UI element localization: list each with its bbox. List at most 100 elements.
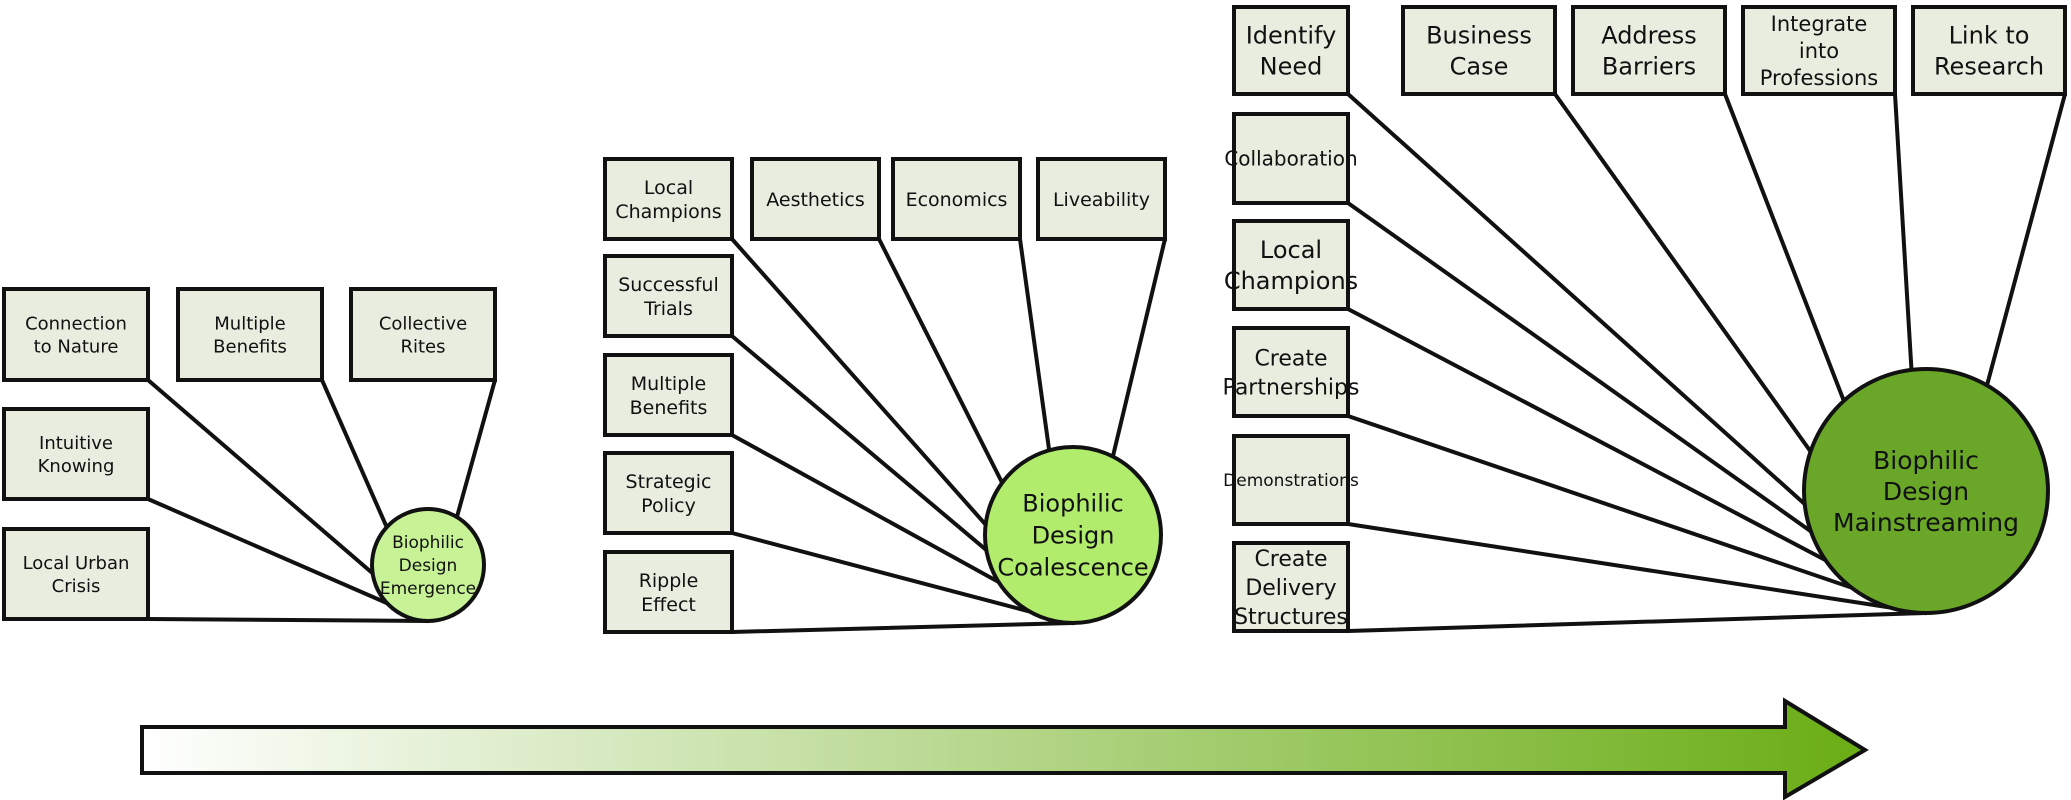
emergence-connector-line [146,617,430,623]
coalescence-box-aesthetics: Aesthetics [750,157,881,241]
emergence-hub-label-line: Biophilic [392,533,464,553]
factor-box-label-line: Benefits [213,336,287,357]
mainstreaming-hub-circle [1802,367,2050,615]
factor-box-label-line: Liveability [1053,189,1150,211]
factor-box-rect [603,451,734,535]
factor-box-label-line: Successful [618,274,719,296]
factor-box-rect [1036,157,1167,241]
factor-box-label-line: Address [1601,22,1697,50]
factor-box-label-line: Champions [615,201,721,223]
factor-box-label-line: Case [1450,53,1509,81]
factor-box-rect [1232,541,1350,633]
coalescence-hub-circle [983,445,1163,625]
mainstreaming-hub-label-line: Mainstreaming [1833,508,2019,537]
factor-box-rect [349,287,497,382]
coalescence-hub-label-line: Design [1032,522,1115,550]
factor-box-rect [603,550,734,634]
factor-box-rect [603,353,734,437]
mainstreaming-hub-label-line: Biophilic [1873,446,1979,475]
factor-box-label-line: Multiple [631,373,706,395]
mainstreaming-connector-line [1346,414,1928,615]
factor-box-rect [1232,112,1350,205]
factor-box-rect [1232,326,1350,418]
factor-box-rect [2,407,150,501]
coalescence-connector-line [730,621,1075,634]
factor-box-label-line: Connection [25,313,127,334]
factor-box-rect [1571,5,1727,96]
factor-box-label-line: Economics [906,189,1008,211]
factor-box-label-line: Knowing [38,456,115,477]
factor-box-label-line: to Nature [34,336,119,357]
factor-box-label-line: Demonstrations [1223,471,1359,491]
emergence-connector-line [146,497,430,623]
coalescence-box-economics: Economics [891,157,1022,241]
factor-box-rect [1401,5,1557,96]
factor-box-rect [2,527,150,621]
factor-box-rect [603,254,734,338]
factor-box-label: Liveability [1053,189,1150,211]
factor-box-label-line: Ripple [639,570,699,592]
coalescence-hub-label-line: Biophilic [1022,490,1123,518]
factor-box-label-line: Effect [641,594,696,616]
factor-box-label-line: Structures [1234,605,1348,630]
factor-box-label: Collaboration [1224,147,1357,171]
factor-box-label-line: Rites [400,336,445,357]
factor-box-label-line: Local [1260,236,1322,264]
factor-box-label: Demonstrations [1223,471,1359,491]
factor-box-label-line: Create [1254,547,1327,572]
factor-box-label-line: Intuitive [39,433,113,454]
factor-box-label-line: Professions [1760,66,1878,90]
factor-box-label-line: Integrate [1771,12,1868,36]
factor-box-rect [750,157,881,241]
factor-box-label-line: Partnerships [1223,375,1360,400]
factor-box-rect [891,157,1022,241]
factor-box-label-line: Local Urban [23,553,130,574]
factor-box-label-line: Business [1426,22,1532,50]
factor-box-label-line: Create [1254,346,1327,371]
factor-box-label-line: Multiple [214,313,286,334]
emergence-hub-circle [370,507,486,623]
factor-box-label-line: Policy [641,495,696,517]
factor-box-label-line: Identify [1246,22,1337,50]
mainstreaming-box-collaboration: Collaboration [1224,112,1358,205]
factor-box-label-line: Barriers [1602,53,1696,81]
mainstreaming-hub-label-line: Design [1883,477,1969,506]
coalescence-box-liveability: Liveability [1036,157,1167,241]
factor-box-label-line: Benefits [630,397,708,419]
factor-box-label-line: Local [644,177,693,199]
factor-box-rect [2,287,150,382]
factor-box-rect [1232,219,1350,311]
